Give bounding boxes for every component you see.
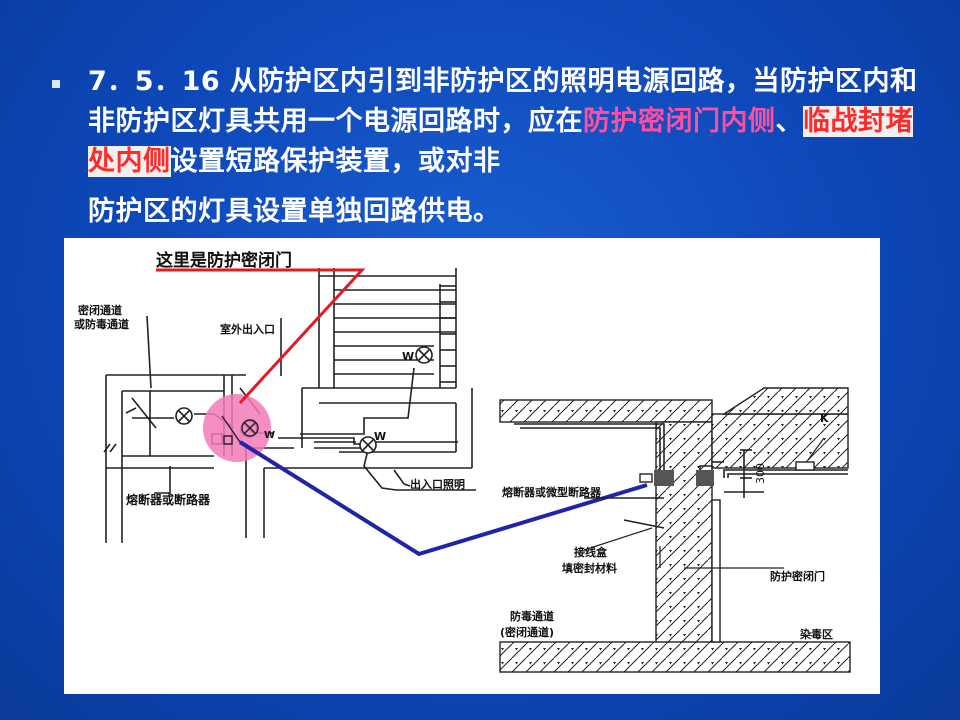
lamp-left-icon [175, 407, 193, 425]
label-antigas-2: (密闭通道) [500, 625, 554, 639]
callout-blast-door: 这里是防护密闭门 [156, 250, 366, 405]
label-entrance-lighting: 出入口照明 [410, 477, 465, 491]
stair-steps [318, 268, 457, 388]
highlight-blast-door-inside: 防护密闭门内侧 [583, 106, 776, 137]
lamp-w3-label: W [264, 430, 275, 441]
paragraph-part1: 7．5．16 从防护区内引到非防护区的照明电源回路，当防护区内和非防护区灯具共用… [88, 66, 918, 137]
lamp-corridor-icon [359, 436, 377, 454]
label-seal-material: 填密封材料 [562, 561, 617, 575]
paragraph-part2: 设置短路保护装置，或对非 [170, 146, 501, 177]
lamp-w1-label: W [402, 350, 414, 363]
blue-wire-path [238, 440, 648, 557]
door-detail [221, 415, 259, 445]
label-fuse-right: 熔断器或微型断路器 [502, 485, 602, 499]
label-sealed-corridor-2: 或防毒通道 [74, 317, 129, 331]
lamp-w2-label: W [374, 430, 386, 443]
mark-k: K [820, 412, 829, 425]
dimension-300: 300 [754, 463, 767, 484]
label-fuse-left: 熔断器或断路器 [126, 492, 211, 507]
right-section-view: 熔断器或微型断路器 接线盒 填密封材料 防毒通道 (密闭通道) 防护密闭门 染毒… [499, 387, 851, 673]
wiring-diagram: 这里是防护密闭门 密闭通道 或防毒通道 室外出入口 熔断器或断路器 出入口照明 … [64, 238, 880, 694]
label-outdoor-entrance: 室外出入口 [220, 322, 275, 336]
paragraph-last-line: 防护区的灯具设置单独回路供电。 [88, 196, 501, 227]
label-junction-box: 接线盒 [574, 545, 608, 559]
sealing-block-left [654, 470, 674, 486]
micro-breaker-icon [639, 473, 653, 483]
lamp-stair-icon [415, 346, 433, 364]
label-blast-door: 防护密闭门 [770, 569, 825, 583]
sealing-block-right [696, 470, 714, 486]
left-plan-view [103, 268, 476, 543]
label-antigas-1: 防毒通道 [510, 609, 554, 623]
bullet-square-icon [52, 80, 60, 88]
highlight-circle [203, 394, 271, 462]
junction-box-right-icon [795, 461, 815, 471]
main-paragraph: 7．5．16 从防护区内引到非防护区的照明电源回路，当防护区内和非防护区灯具共用… [88, 62, 918, 232]
label-sealed-corridor-1: 密闭通道 [78, 303, 122, 317]
paragraph-separator: 、 [775, 106, 803, 137]
callout-text: 这里是防护密闭门 [156, 250, 292, 271]
label-contaminated-zone: 染毒区 [800, 627, 833, 641]
